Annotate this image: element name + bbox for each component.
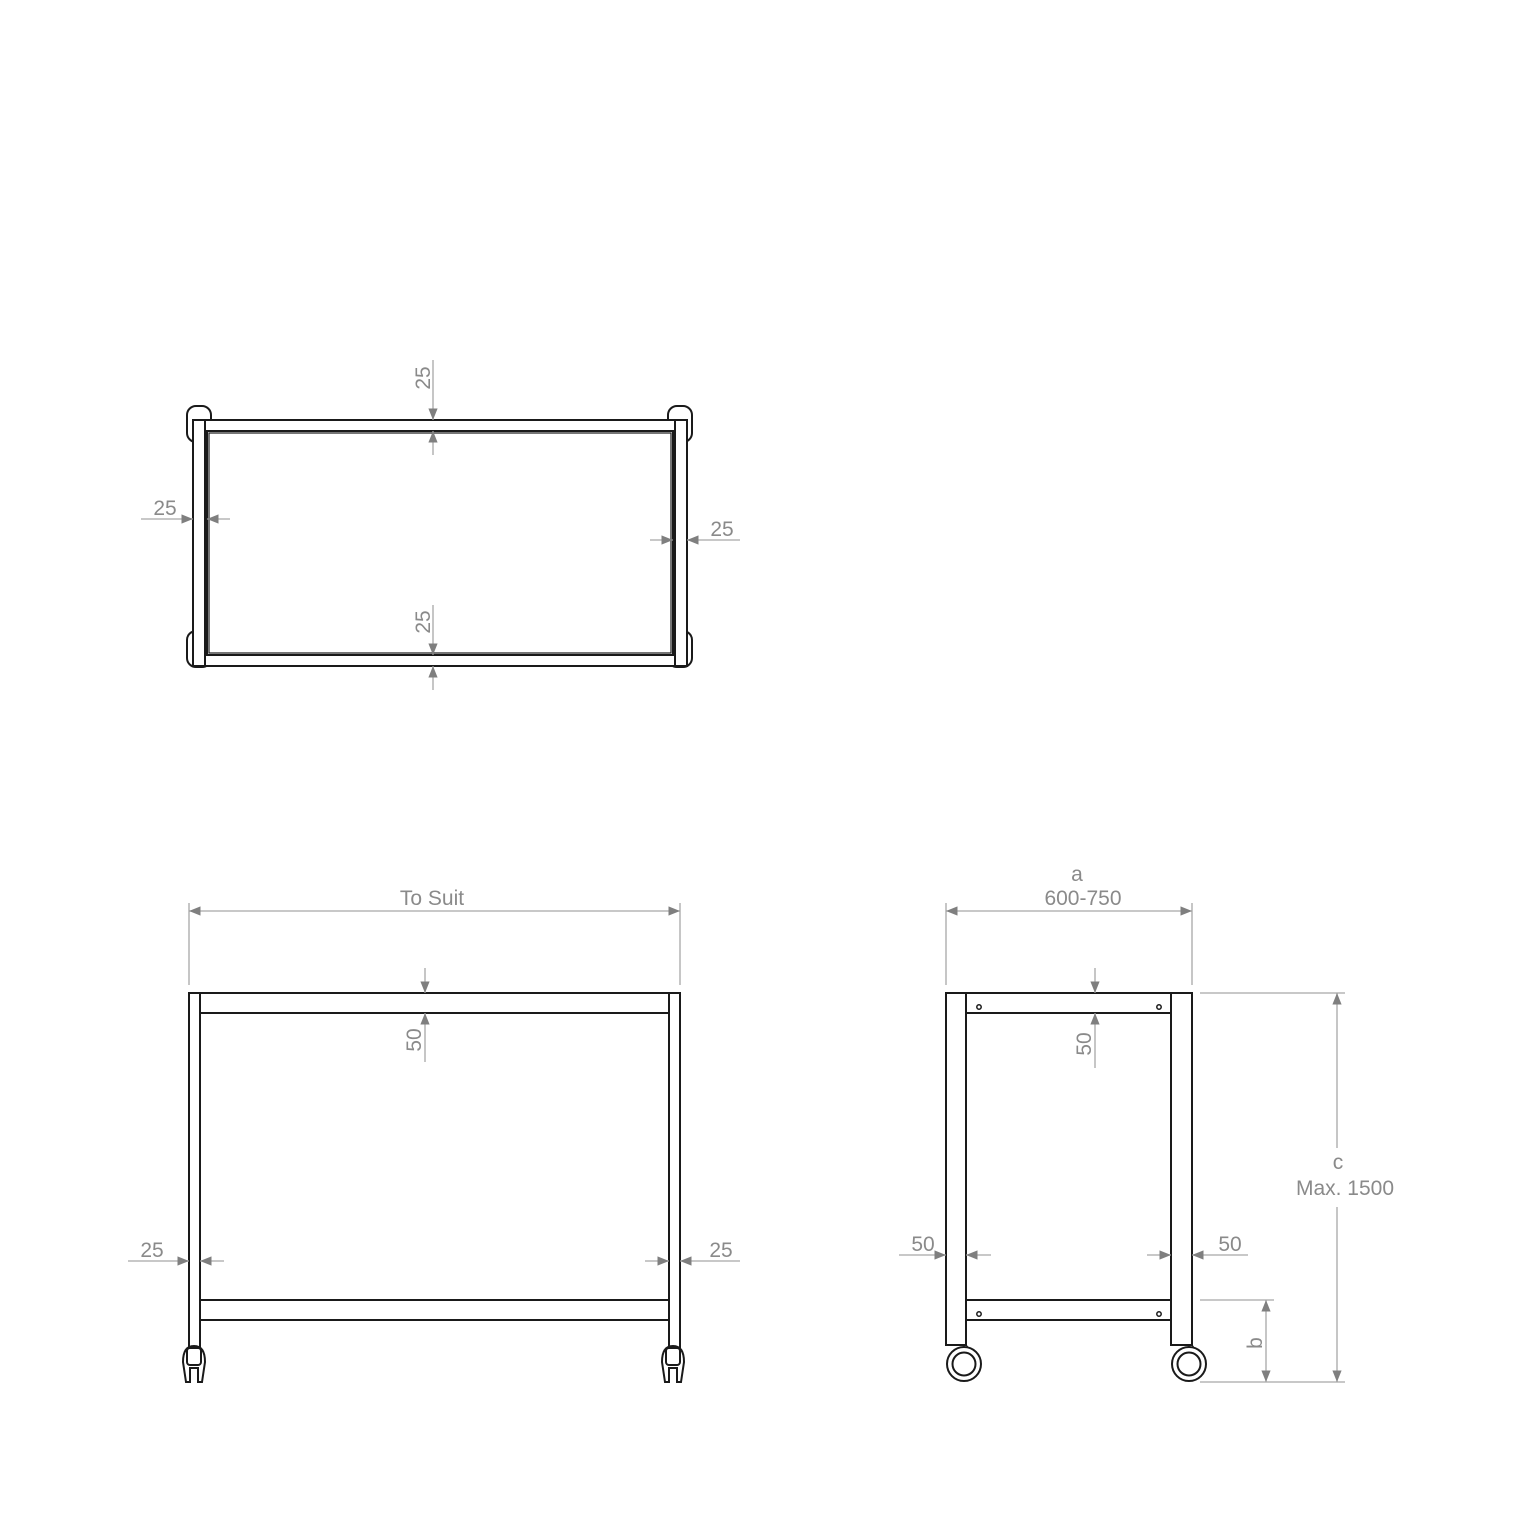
- side-c-label: c: [1333, 1151, 1344, 1174]
- plan-bottom-dim: 25: [412, 605, 438, 690]
- side-depth-label: a: [1071, 863, 1083, 886]
- front-view: To Suit 50 25 25: [128, 887, 740, 1383]
- plan-left-dim-label: 25: [153, 497, 176, 520]
- side-right-dim-label: 50: [1218, 1233, 1241, 1256]
- side-rail-dim-label: 50: [1073, 1032, 1096, 1055]
- side-right-dim: 50: [1147, 1233, 1248, 1260]
- front-bottom-rail: [199, 1299, 670, 1321]
- plan-right-dim: 25: [650, 518, 740, 545]
- side-right-leg: [1170, 992, 1193, 1346]
- front-right-leg: [668, 992, 681, 1349]
- plan-view: 25 25 25 25: [141, 360, 740, 690]
- front-right-dim-label: 25: [709, 1239, 732, 1262]
- side-left-dim-label: 50: [911, 1233, 934, 1256]
- side-view: a 600-750 50 50 50 b: [899, 863, 1394, 1383]
- plan-left-dim: 25: [141, 497, 230, 524]
- bolt-icon: [976, 1004, 1162, 1317]
- side-top-rail: [965, 992, 1172, 1014]
- plan-top-dim-label: 25: [412, 366, 435, 389]
- front-rail-dim: 50: [403, 968, 430, 1062]
- front-width-label: To Suit: [400, 887, 464, 910]
- plan-inner-panel: [206, 430, 674, 656]
- front-left-dim-label: 25: [140, 1239, 163, 1262]
- plan-right-dim-label: 25: [710, 518, 733, 541]
- side-rail-dim: 50: [1073, 968, 1100, 1068]
- front-left-leg: [188, 992, 201, 1349]
- front-top-rail: [199, 992, 670, 1014]
- plan-bottom-dim-label: 25: [412, 610, 435, 633]
- side-c-value: Max. 1500: [1296, 1177, 1394, 1200]
- side-left-dim: 50: [899, 1233, 991, 1260]
- plan-right-leg: [674, 419, 688, 667]
- side-c-dim: c Max. 1500: [1200, 992, 1394, 1383]
- side-bottom-rail: [965, 1299, 1172, 1321]
- side-depth-value: 600-750: [1044, 887, 1121, 910]
- side-left-leg: [945, 992, 967, 1346]
- front-right-dim: 25: [645, 1239, 740, 1266]
- plan-top-dim: 25: [412, 360, 438, 455]
- caster-icon: [181, 1344, 686, 1383]
- front-left-dim: 25: [128, 1239, 224, 1266]
- plan-left-leg: [192, 419, 206, 667]
- side-b-dim: b: [1200, 1299, 1274, 1382]
- wheel-icon: [946, 1344, 1207, 1382]
- front-rail-dim-label: 50: [403, 1028, 426, 1051]
- side-depth-dim: a 600-750: [945, 863, 1193, 985]
- front-width-dim: To Suit: [188, 887, 681, 985]
- side-b-label: b: [1244, 1337, 1267, 1349]
